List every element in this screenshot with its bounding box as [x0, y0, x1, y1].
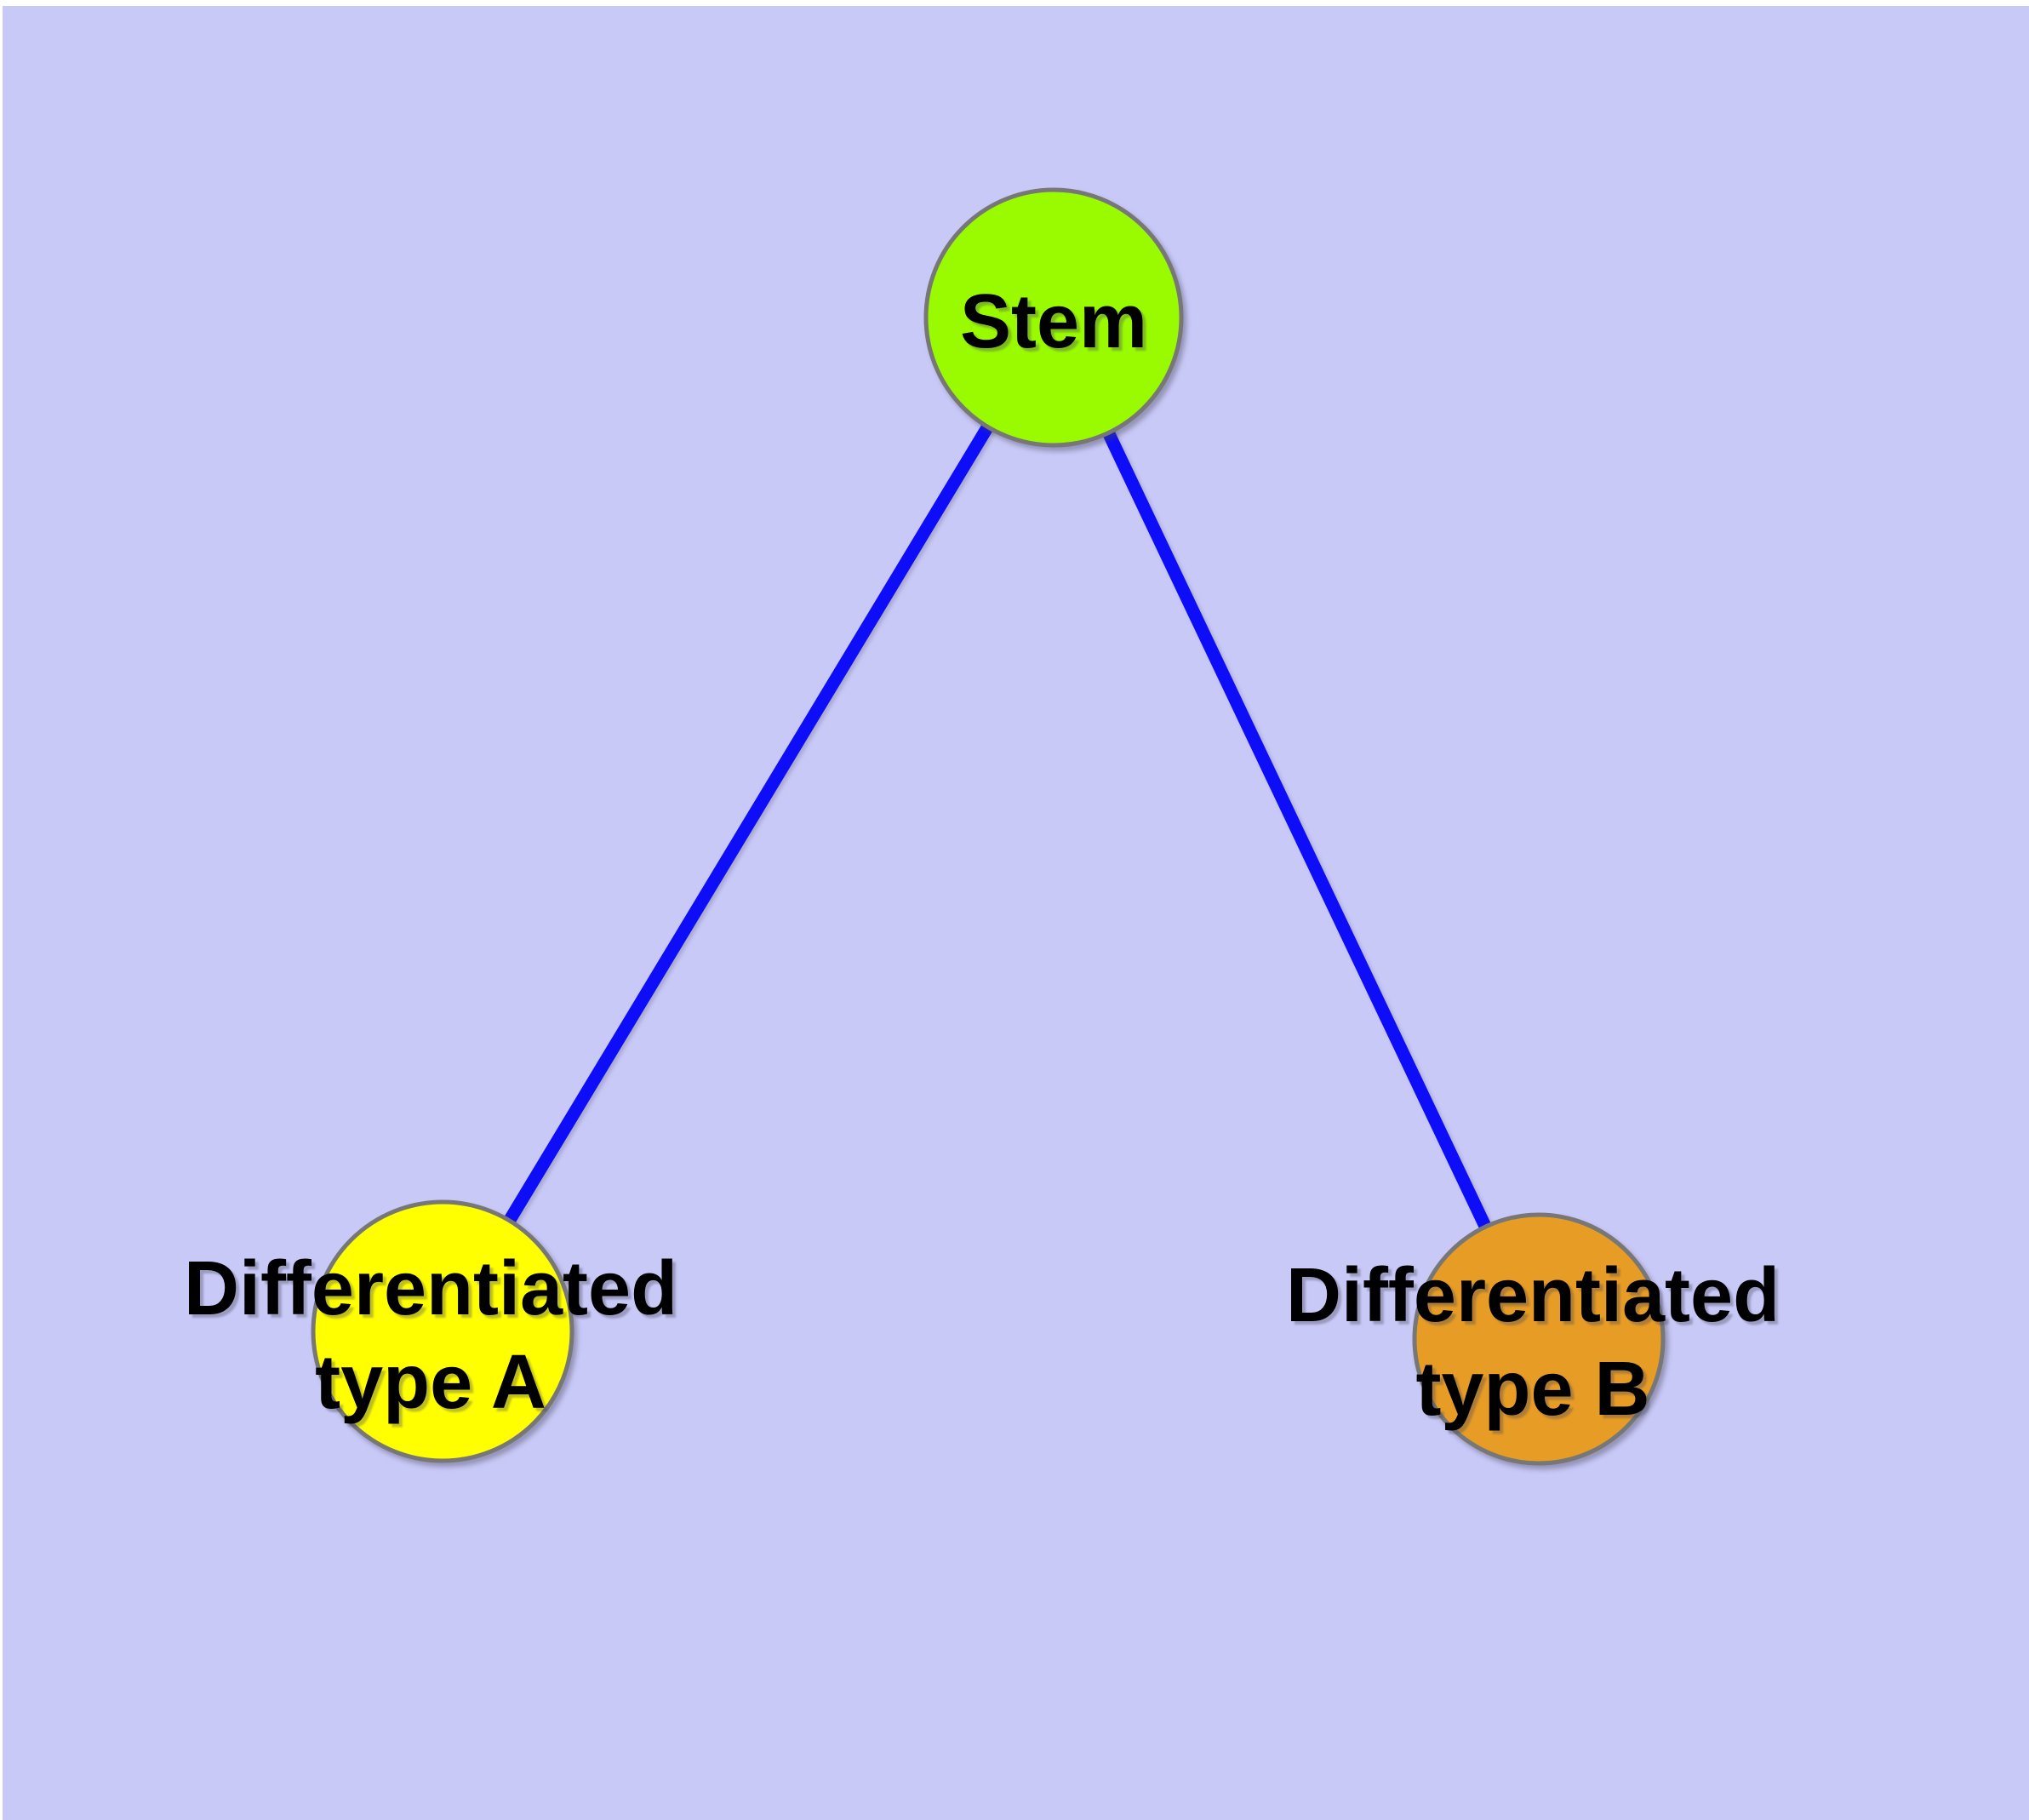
node-stem-circle[interactable] [923, 187, 1184, 448]
edge-stem-to-type-b [1048, 314, 1545, 1342]
graph-svg [311, 187, 1666, 1466]
node-differentiated-type-b-circle[interactable] [1412, 1212, 1666, 1466]
diagram-canvas: Stem Differentiated type A Differentiate… [3, 6, 2029, 1820]
edge-stem-to-type-a [437, 314, 1060, 1335]
node-differentiated-type-a-circle[interactable] [311, 1199, 574, 1463]
